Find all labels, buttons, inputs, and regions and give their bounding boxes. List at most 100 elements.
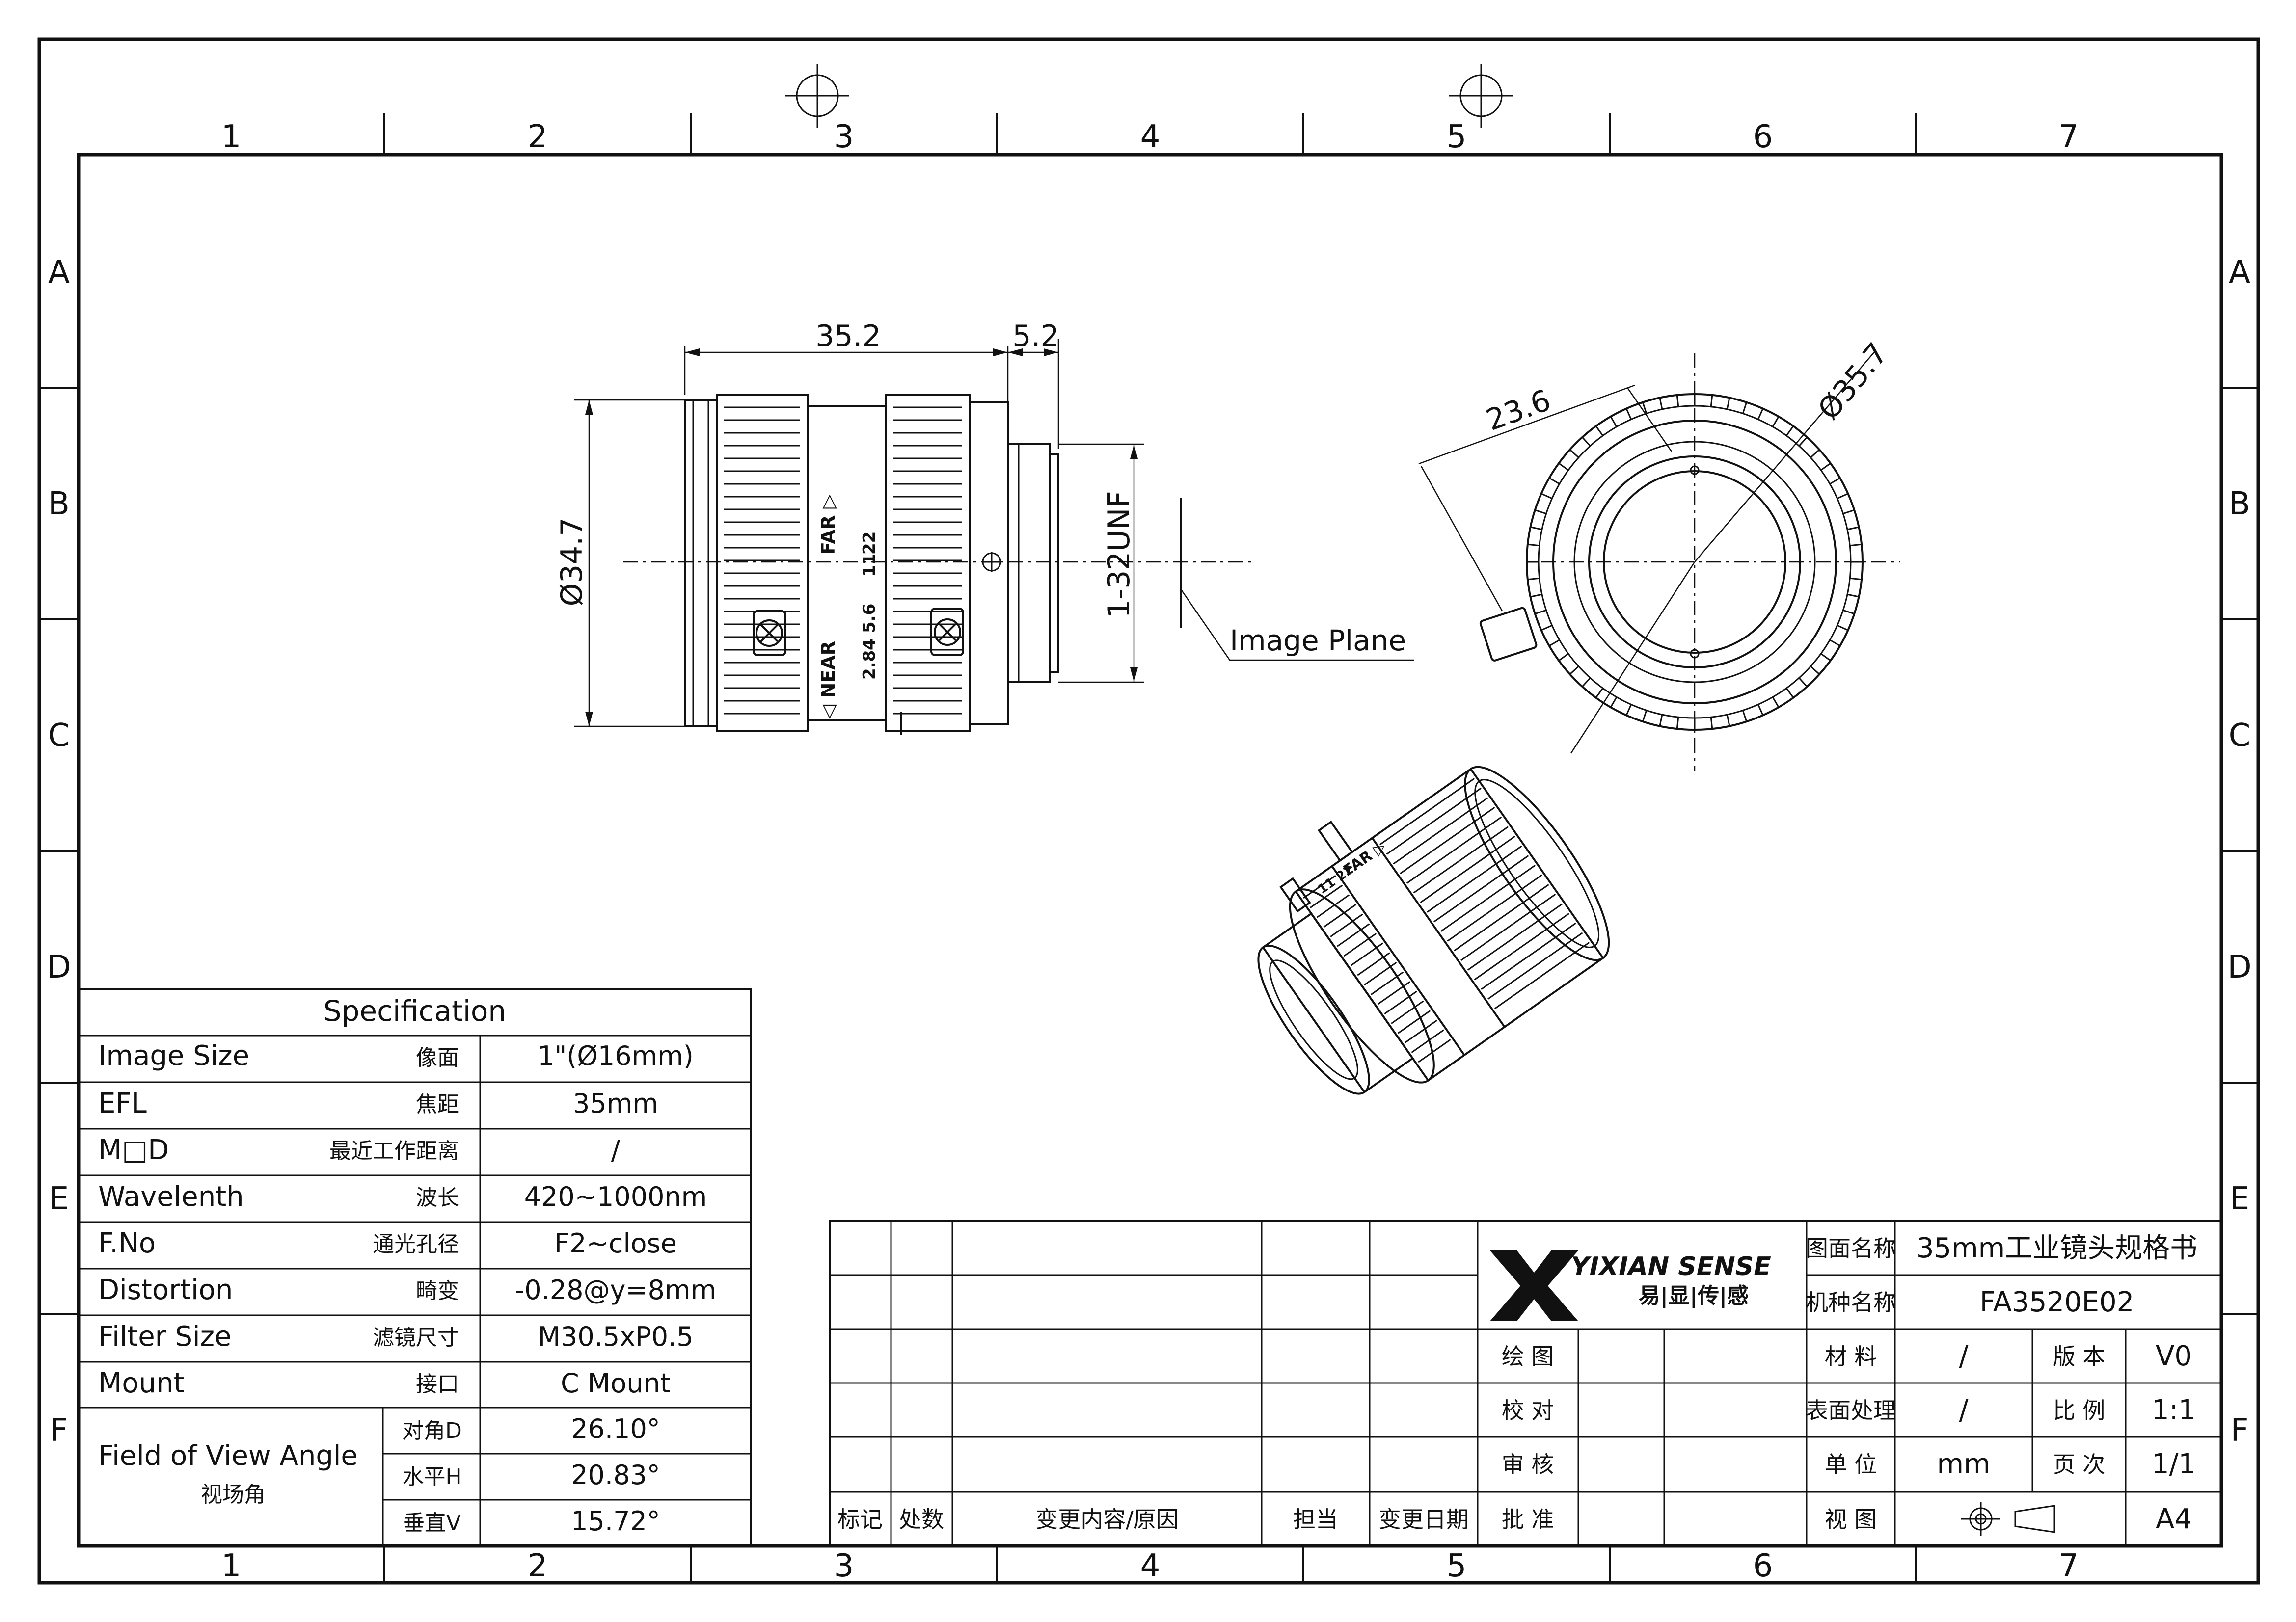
center-crosshair-icon	[982, 552, 1001, 572]
dim-length: 35.2	[815, 319, 881, 353]
info-value-2: A4	[2156, 1503, 2192, 1535]
info-label: 材 料	[1825, 1343, 1877, 1370]
zone-row-F-left: F	[50, 1412, 68, 1449]
spec-label: EFL	[98, 1088, 147, 1119]
sign-label-reviewed: 审 核	[1502, 1451, 1554, 1478]
image-plane-label: Image Plane	[1230, 624, 1406, 657]
info-label: 单 位	[1825, 1451, 1877, 1478]
zone-col-7-bottom: 7	[2059, 1548, 2079, 1584]
info-label-2: 页 次	[2053, 1451, 2106, 1478]
zone-col-3-top: 3	[834, 119, 854, 155]
zone-col-2-top: 2	[528, 119, 548, 155]
title-block: YIXIAN SENSE 易|显|传|感 图面名称 机种名称 绘 图 校 对 审…	[829, 1220, 2222, 1547]
aperture-mark: 5.6	[860, 604, 879, 633]
zone-row-C-right: C	[2229, 718, 2251, 754]
rev-header-content: 变更内容/原因	[1035, 1506, 1179, 1533]
zone-row-A-right: A	[2229, 254, 2250, 291]
spec-value: -0.28@y=8mm	[515, 1275, 716, 1305]
spec-value: F2~close	[554, 1228, 677, 1259]
spec-value: 1"(Ø16mm)	[538, 1040, 694, 1071]
dim-front-diameter: Ø35.7	[1811, 336, 1895, 426]
rev-header-mark: 标记	[837, 1506, 883, 1533]
spec-title: Specification	[324, 994, 506, 1028]
fov-value: 20.83°	[571, 1460, 660, 1490]
aperture-mark: 4	[860, 638, 879, 650]
lens-side-view: FAR ▷ ◁ NEAR 2.8 4 5.6 11 22 Image Plane	[623, 394, 1414, 735]
zone-row-A-left: A	[48, 254, 70, 291]
info-label: 表面处理	[1806, 1397, 1896, 1424]
lens-front-view: 23.6 Ø35.7	[1418, 336, 1900, 771]
info-value-2: 1:1	[2152, 1394, 2196, 1426]
zone-row-E-left: E	[49, 1181, 69, 1217]
far-marking: FAR ▷	[817, 494, 839, 555]
zone-ticks	[39, 113, 2258, 1583]
spec-label-cn: 接口	[416, 1372, 459, 1397]
zone-col-1-top: 1	[221, 119, 242, 155]
model-name: FA3520E02	[1980, 1286, 2134, 1318]
spec-value: 35mm	[573, 1088, 658, 1119]
outer-border	[37, 37, 2260, 1585]
zone-col-3-bottom: 3	[834, 1548, 854, 1584]
spec-value: M30.5xP0.5	[538, 1321, 693, 1352]
info-value: /	[1959, 1340, 1969, 1372]
logo-x-icon	[1490, 1250, 1578, 1321]
zone-col-7-top: 7	[2059, 119, 2079, 155]
spec-table: Specification Image Size EFL M□D Wavelen…	[78, 988, 752, 1547]
sign-label-checked: 校 对	[1502, 1397, 1554, 1424]
spec-label: M□D	[98, 1134, 169, 1166]
spec-label-cn: 波长	[416, 1185, 459, 1210]
aperture-mark: 2.8	[860, 650, 879, 680]
company-logo: YIXIAN SENSE 易|显|传|感	[1490, 1250, 1771, 1321]
zone-col-1-bottom: 1	[221, 1548, 242, 1584]
zone-col-5-top: 5	[1447, 119, 1467, 155]
zone-col-4-top: 4	[1140, 119, 1161, 155]
spec-value: C Mount	[561, 1368, 671, 1399]
spec-value: 420~1000nm	[524, 1181, 707, 1212]
fov-value: 26.10°	[571, 1413, 660, 1444]
dim-front-radius: 23.6	[1482, 383, 1555, 437]
rev-header-owner: 担当	[1293, 1506, 1338, 1533]
spec-label-cn: 通光孔径	[373, 1232, 459, 1257]
logo-cn: 易|显|传|感	[1639, 1283, 1749, 1308]
rev-header-count: 处数	[899, 1506, 944, 1533]
info-value: mm	[1937, 1448, 1990, 1480]
zone-row-D-left: D	[47, 949, 71, 985]
dim-thread: 1-32UNF	[1102, 491, 1136, 618]
fov-sub-label: 水平H	[402, 1464, 461, 1489]
spec-label: Distortion	[98, 1274, 233, 1306]
side-view-dimensions: 35.2 5.2 Ø34.7 1-32UNF	[555, 319, 1144, 727]
spec-label-cn: 焦距	[416, 1092, 459, 1117]
spec-label: Mount	[98, 1367, 185, 1399]
zone-col-6-bottom: 6	[1753, 1548, 1773, 1584]
center-mark-right	[1449, 64, 1513, 128]
sign-label-approved: 批 准	[1502, 1506, 1554, 1533]
zone-row-D-right: D	[2227, 949, 2251, 985]
spec-label: Filter Size	[98, 1321, 231, 1353]
spec-label: F.No	[98, 1227, 156, 1259]
model-label: 机种名称	[1806, 1289, 1896, 1316]
aperture-mark: 22	[860, 532, 879, 555]
zone-row-E-right: E	[2230, 1181, 2249, 1217]
spec-label: Wavelenth	[98, 1181, 244, 1213]
spec-value: /	[611, 1135, 621, 1166]
info-value-2: 1/1	[2152, 1448, 2196, 1480]
spec-label-cn: 畸变	[416, 1278, 459, 1303]
dim-flange: 5.2	[1012, 319, 1059, 353]
zone-col-2-bottom: 2	[528, 1548, 548, 1584]
fov-label-cn: 视场角	[201, 1482, 266, 1507]
zone-col-6-top: 6	[1753, 119, 1773, 155]
sign-label-drawn: 绘 图	[1502, 1343, 1554, 1370]
projection-symbol-icon	[1961, 1502, 2055, 1536]
info-value: /	[1959, 1394, 1969, 1426]
drawing-name-label: 图面名称	[1806, 1235, 1896, 1262]
aperture-mark: 11	[860, 554, 879, 577]
fov-value: 15.72°	[571, 1506, 660, 1537]
fov-sub-label: 垂直V	[403, 1511, 461, 1536]
zone-row-F-right: F	[2231, 1412, 2249, 1449]
spec-label: Image Size	[98, 1040, 249, 1072]
dim-body-diameter: Ø34.7	[555, 518, 589, 607]
zone-col-5-bottom: 5	[1447, 1548, 1467, 1584]
lens-isometric-view: FAR ▷ 11 22	[1257, 766, 1610, 1095]
spec-label-cn: 滤镜尺寸	[373, 1325, 459, 1350]
